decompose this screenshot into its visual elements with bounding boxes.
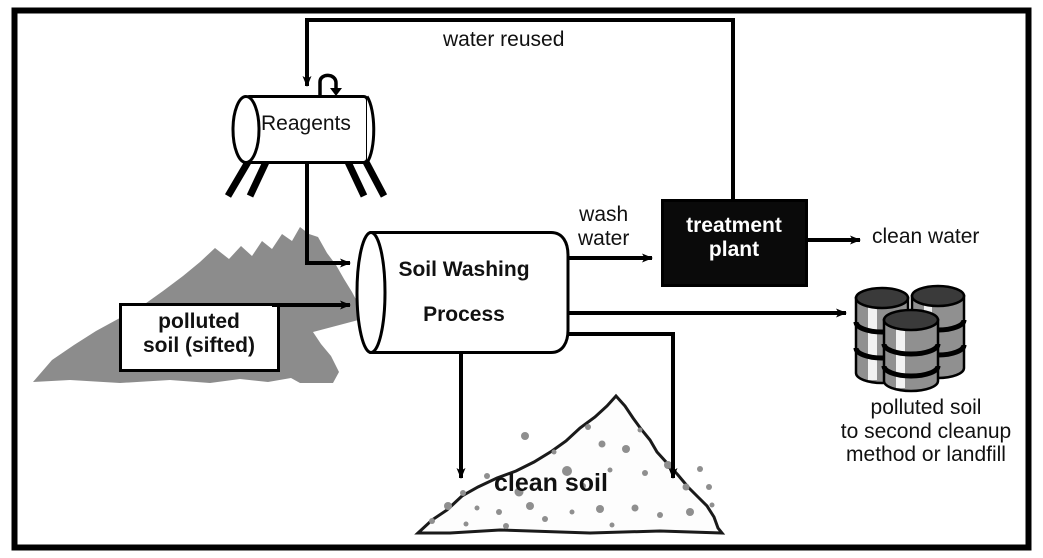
flow-label-clean-water: clean water: [872, 225, 980, 248]
soil-washing-process-label-line1: Soil Washing: [398, 258, 530, 281]
treatment-plant-box: [661, 199, 808, 287]
flow-label-wash-water: wash water: [578, 203, 630, 250]
reagents-tank: [224, 73, 388, 198]
treatment-plant-label: treatment plant: [686, 214, 782, 261]
clean-soil-pile: [414, 393, 726, 535]
soil-washing-process-label-line2: Process: [423, 303, 505, 326]
waste-drums-caption: polluted soil to second cleanup method o…: [840, 396, 1012, 467]
connector-process-to-clean-soil-right: [569, 332, 678, 479]
waste-drums: [853, 284, 967, 393]
clean-soil-pile-label: clean soil: [494, 469, 608, 497]
clean-soil-specks: [429, 424, 715, 529]
connector-reagents-to-process: [305, 163, 351, 268]
polluted-soil-label-box: [119, 303, 280, 372]
soil-washing-process-cylinder: [355, 231, 570, 354]
flow-connectors: [272, 18, 861, 479]
connector-water-reused: [302, 18, 735, 200]
polluted-soil-pile-label: polluted soil (sifted): [142, 310, 255, 357]
reagents-tank-label: Reagents: [261, 112, 351, 135]
flow-label-water-reused: water reused: [443, 28, 565, 51]
drum-front: [881, 308, 941, 393]
